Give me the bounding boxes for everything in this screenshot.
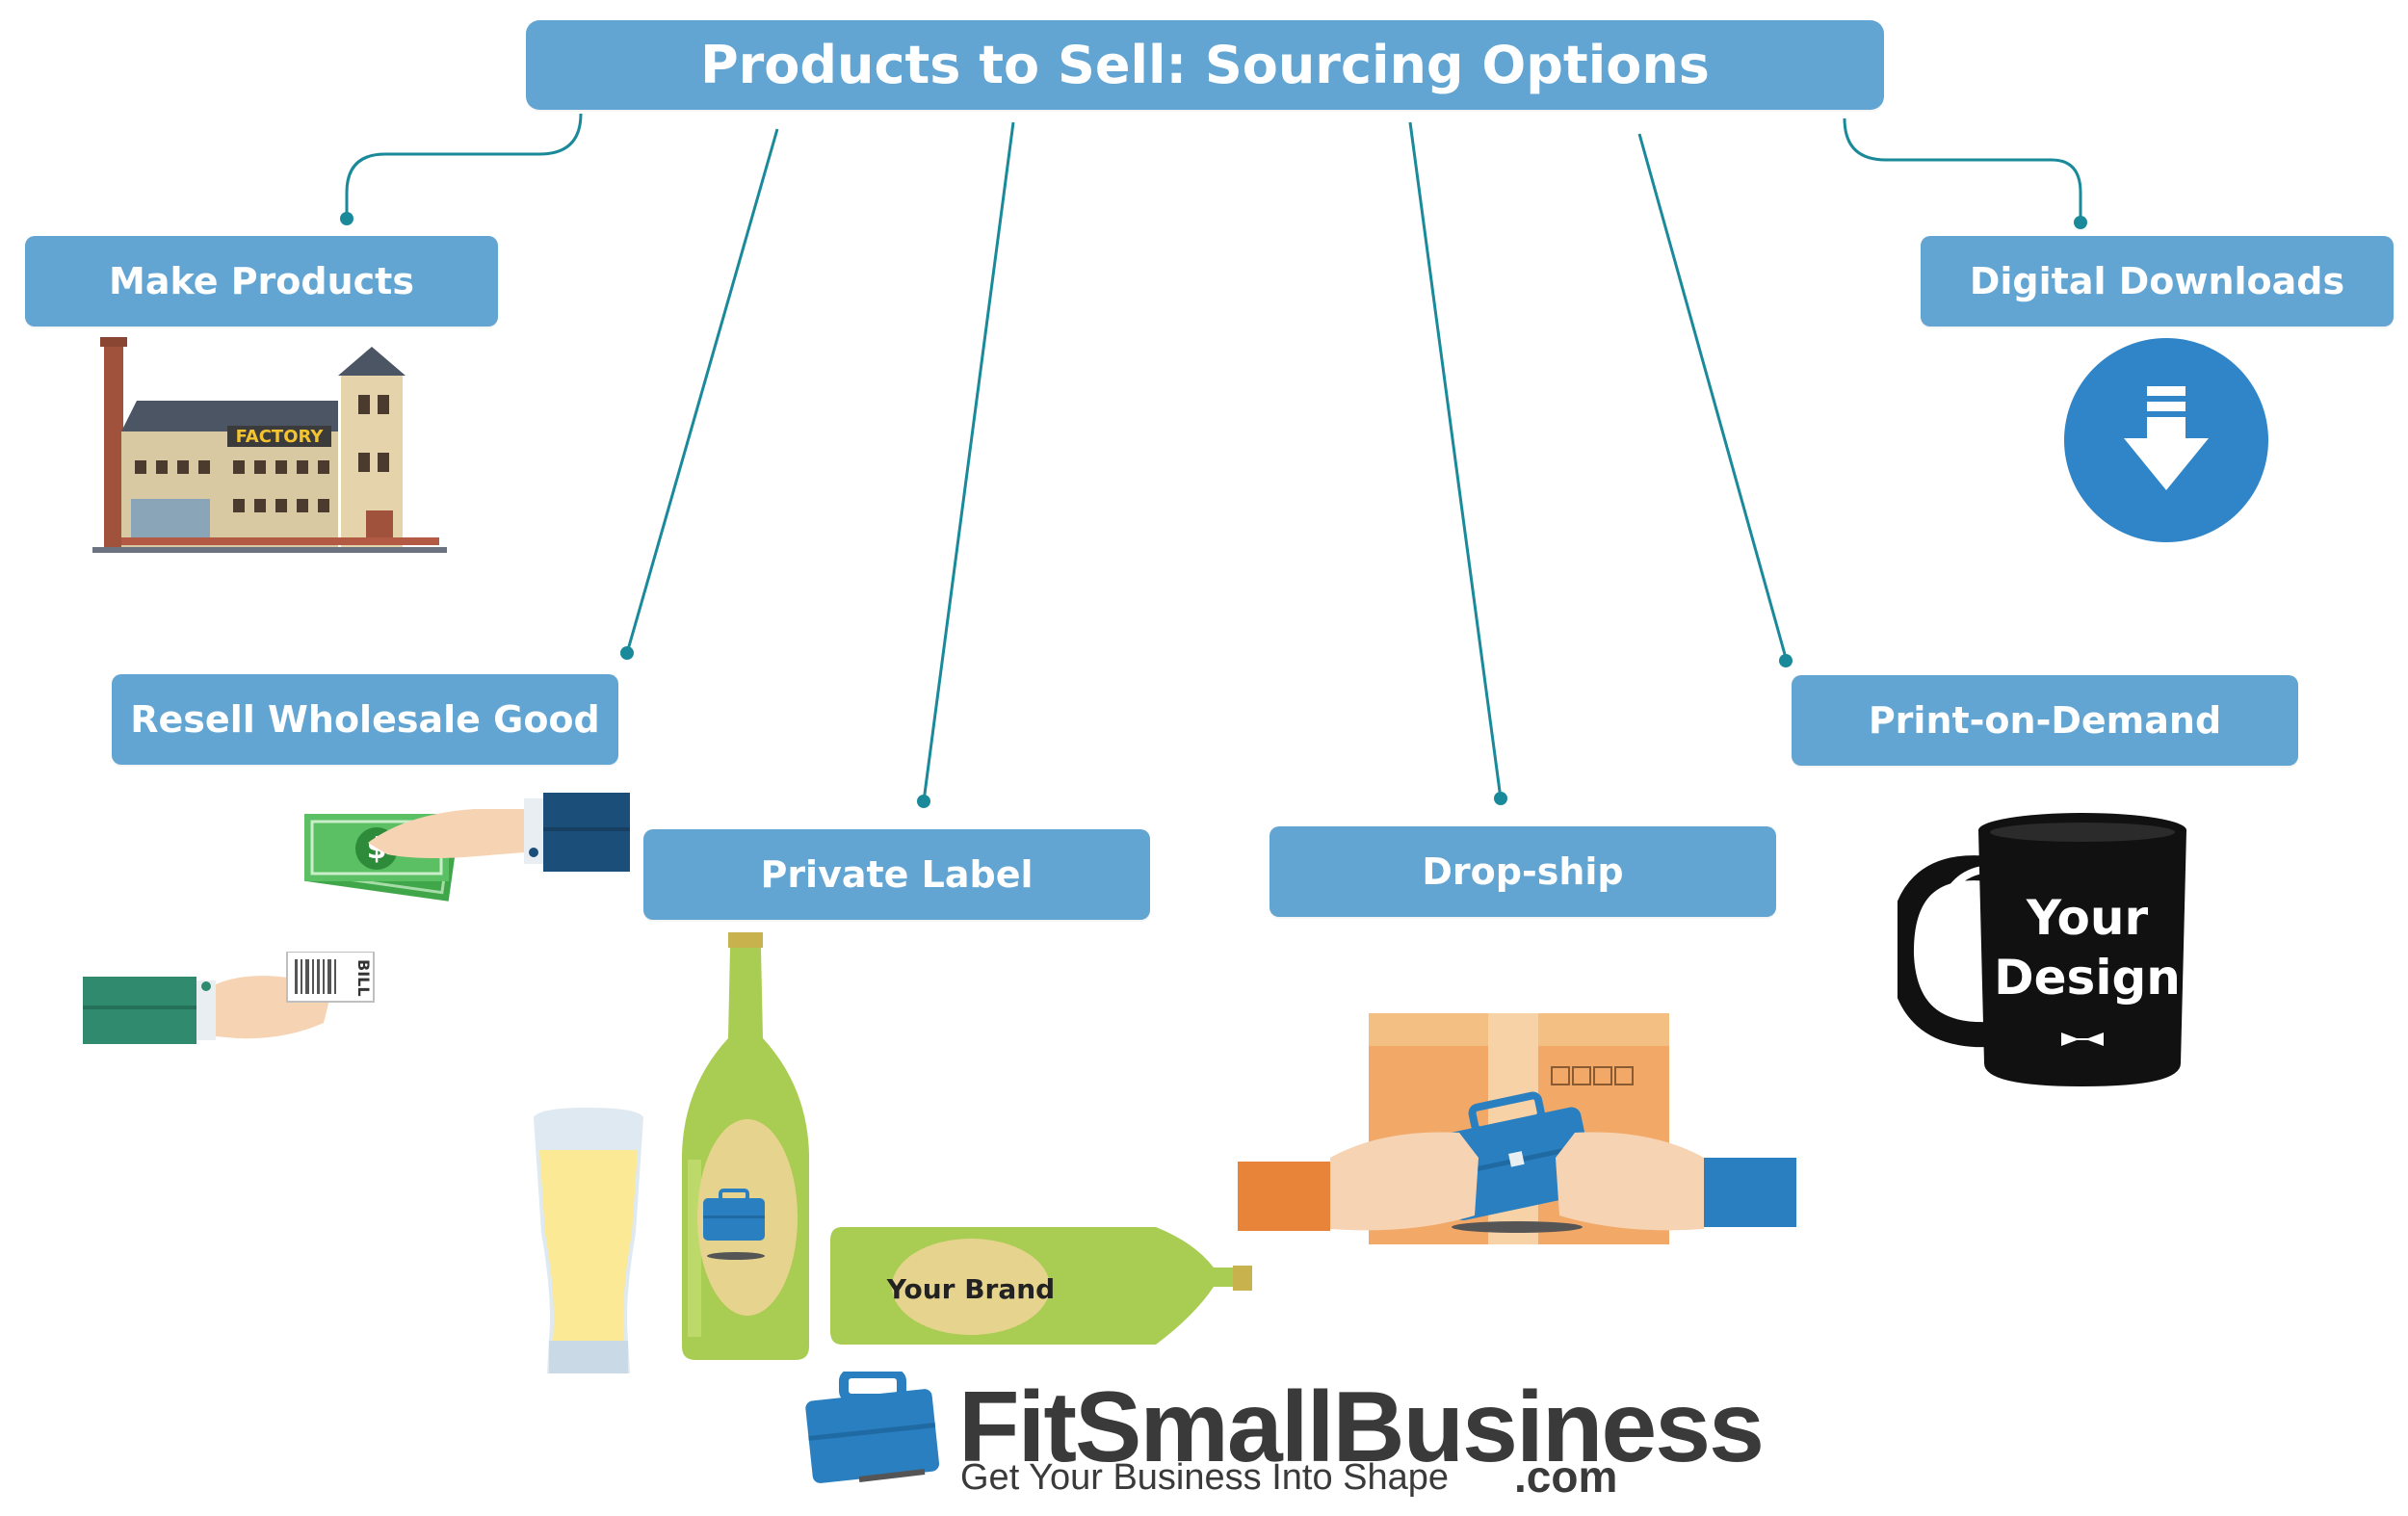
bottle-label: Your Brand bbox=[886, 1273, 1055, 1305]
bill-hand-icon: BILL bbox=[83, 952, 375, 1044]
node-drop-ship: Drop-ship bbox=[1269, 826, 1776, 917]
factory-sign: FACTORY bbox=[236, 427, 325, 447]
factory-icon: FACTORY bbox=[92, 337, 447, 553]
bottle-lying-icon: Your Brand bbox=[830, 1227, 1252, 1345]
money-hand-icon: $ bbox=[304, 793, 630, 902]
download-icon bbox=[2064, 338, 2268, 542]
bill-label: BILL bbox=[354, 959, 373, 997]
connector-private bbox=[922, 121, 1015, 802]
logo-name: FitSmallBusiness bbox=[958, 1372, 1765, 1483]
connector-pod bbox=[1637, 133, 1788, 659]
node-print-on-demand: Print-on-Demand bbox=[1792, 675, 2298, 766]
mug-text-line2: Design bbox=[1994, 950, 2181, 1006]
box-handoff-icon bbox=[1238, 1013, 1796, 1244]
connector-dropship bbox=[1408, 121, 1503, 799]
mug-text-line1: Your bbox=[2026, 890, 2149, 946]
node-resell-wholesale: Resell Wholesale Good bbox=[112, 674, 618, 765]
logo-domain: .com bbox=[1514, 1451, 1618, 1502]
mug-icon: Your Design bbox=[1898, 813, 2186, 1086]
node-make-products: Make Products bbox=[25, 236, 498, 327]
beer-glass-icon bbox=[534, 1108, 643, 1373]
briefcase-logo-icon bbox=[805, 1372, 940, 1483]
diagram-title: Products to Sell: Sourcing Options bbox=[526, 20, 1884, 110]
node-private-label: Private Label bbox=[643, 829, 1150, 920]
connector-resell bbox=[625, 128, 779, 654]
connector-make bbox=[345, 113, 583, 218]
node-digital-downloads: Digital Downloads bbox=[1921, 236, 2394, 327]
bottle-icon bbox=[682, 932, 809, 1360]
logo-tagline: Get Your Business Into Shape bbox=[960, 1457, 1450, 1498]
connector-digital bbox=[1843, 118, 2082, 221]
